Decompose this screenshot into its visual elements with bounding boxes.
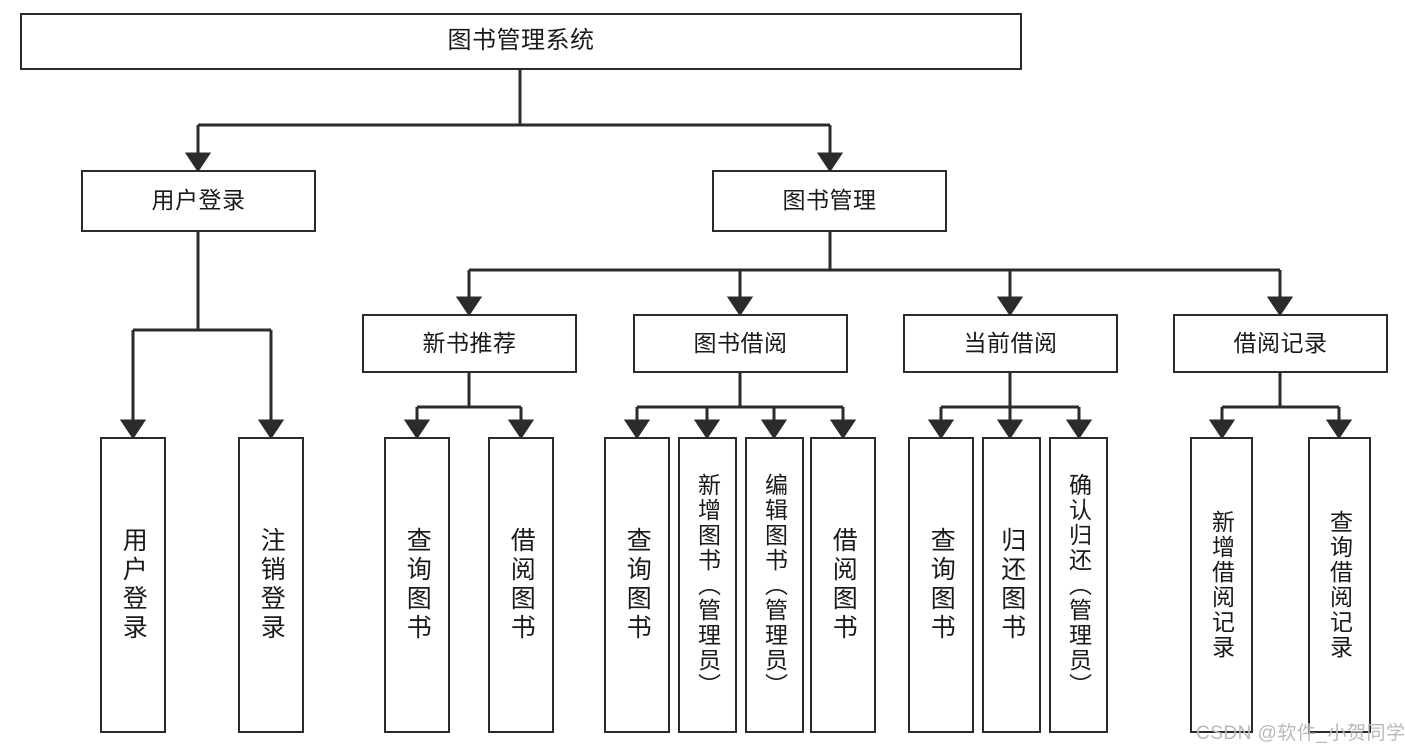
node-label: 借阅图书 bbox=[507, 527, 536, 643]
leaf-borrow-books-recommendation[interactable]: 借阅图书 bbox=[488, 437, 554, 733]
leaf-confirm-return-admin[interactable]: 确认归还（管理员） bbox=[1049, 437, 1108, 733]
leaf-return-books[interactable]: 归还图书 bbox=[982, 437, 1041, 733]
node-new-book-recommendation[interactable]: 新书推荐 bbox=[362, 314, 577, 373]
node-borrow-records[interactable]: 借阅记录 bbox=[1173, 314, 1388, 373]
node-label: 图书管理系统 bbox=[447, 27, 595, 55]
node-label: 归还图书 bbox=[997, 527, 1026, 643]
node-label: 注销登录 bbox=[257, 527, 286, 643]
node-label: 新增借阅记录 bbox=[1208, 510, 1235, 660]
leaf-user-login[interactable]: 用户登录 bbox=[100, 437, 166, 733]
node-label: 用户登录 bbox=[119, 527, 148, 643]
node-label: 查询图书 bbox=[403, 527, 432, 643]
node-label: 查询借阅记录 bbox=[1326, 510, 1353, 660]
leaf-logout[interactable]: 注销登录 bbox=[238, 437, 304, 733]
node-label: 借阅记录 bbox=[1233, 329, 1328, 356]
leaf-borrow-books[interactable]: 借阅图书 bbox=[810, 437, 876, 733]
node-user-login[interactable]: 用户登录 bbox=[81, 170, 316, 232]
node-label: 查询图书 bbox=[927, 527, 956, 643]
node-label: 新增图书（管理员） bbox=[694, 472, 721, 698]
leaf-add-borrow-record[interactable]: 新增借阅记录 bbox=[1190, 437, 1253, 733]
node-label: 图书管理 bbox=[782, 187, 877, 214]
node-label: 查询图书 bbox=[623, 527, 652, 643]
node-label: 用户登录 bbox=[151, 187, 246, 214]
leaf-query-books-current[interactable]: 查询图书 bbox=[908, 437, 974, 733]
leaf-query-books-recommendation[interactable]: 查询图书 bbox=[384, 437, 450, 733]
node-label: 确认归还（管理员） bbox=[1065, 472, 1092, 698]
node-label: 图书借阅 bbox=[693, 329, 788, 356]
node-label: 编辑图书（管理员） bbox=[761, 472, 788, 698]
leaf-add-book-admin[interactable]: 新增图书（管理员） bbox=[678, 437, 737, 733]
leaf-edit-book-admin[interactable]: 编辑图书（管理员） bbox=[745, 437, 804, 733]
csdn-watermark: CSDN @软件_小贺同学 bbox=[1196, 723, 1405, 744]
leaf-query-borrow-record[interactable]: 查询借阅记录 bbox=[1308, 437, 1371, 733]
leaf-query-books-borrow[interactable]: 查询图书 bbox=[604, 437, 670, 733]
node-book-management[interactable]: 图书管理 bbox=[712, 170, 947, 232]
node-label: 借阅图书 bbox=[829, 527, 858, 643]
node-label: 当前借阅 bbox=[963, 329, 1058, 356]
node-current-borrow[interactable]: 当前借阅 bbox=[903, 314, 1118, 373]
node-root-system[interactable]: 图书管理系统 bbox=[20, 13, 1022, 70]
node-label: 新书推荐 bbox=[422, 329, 517, 356]
node-book-borrow[interactable]: 图书借阅 bbox=[633, 314, 848, 373]
